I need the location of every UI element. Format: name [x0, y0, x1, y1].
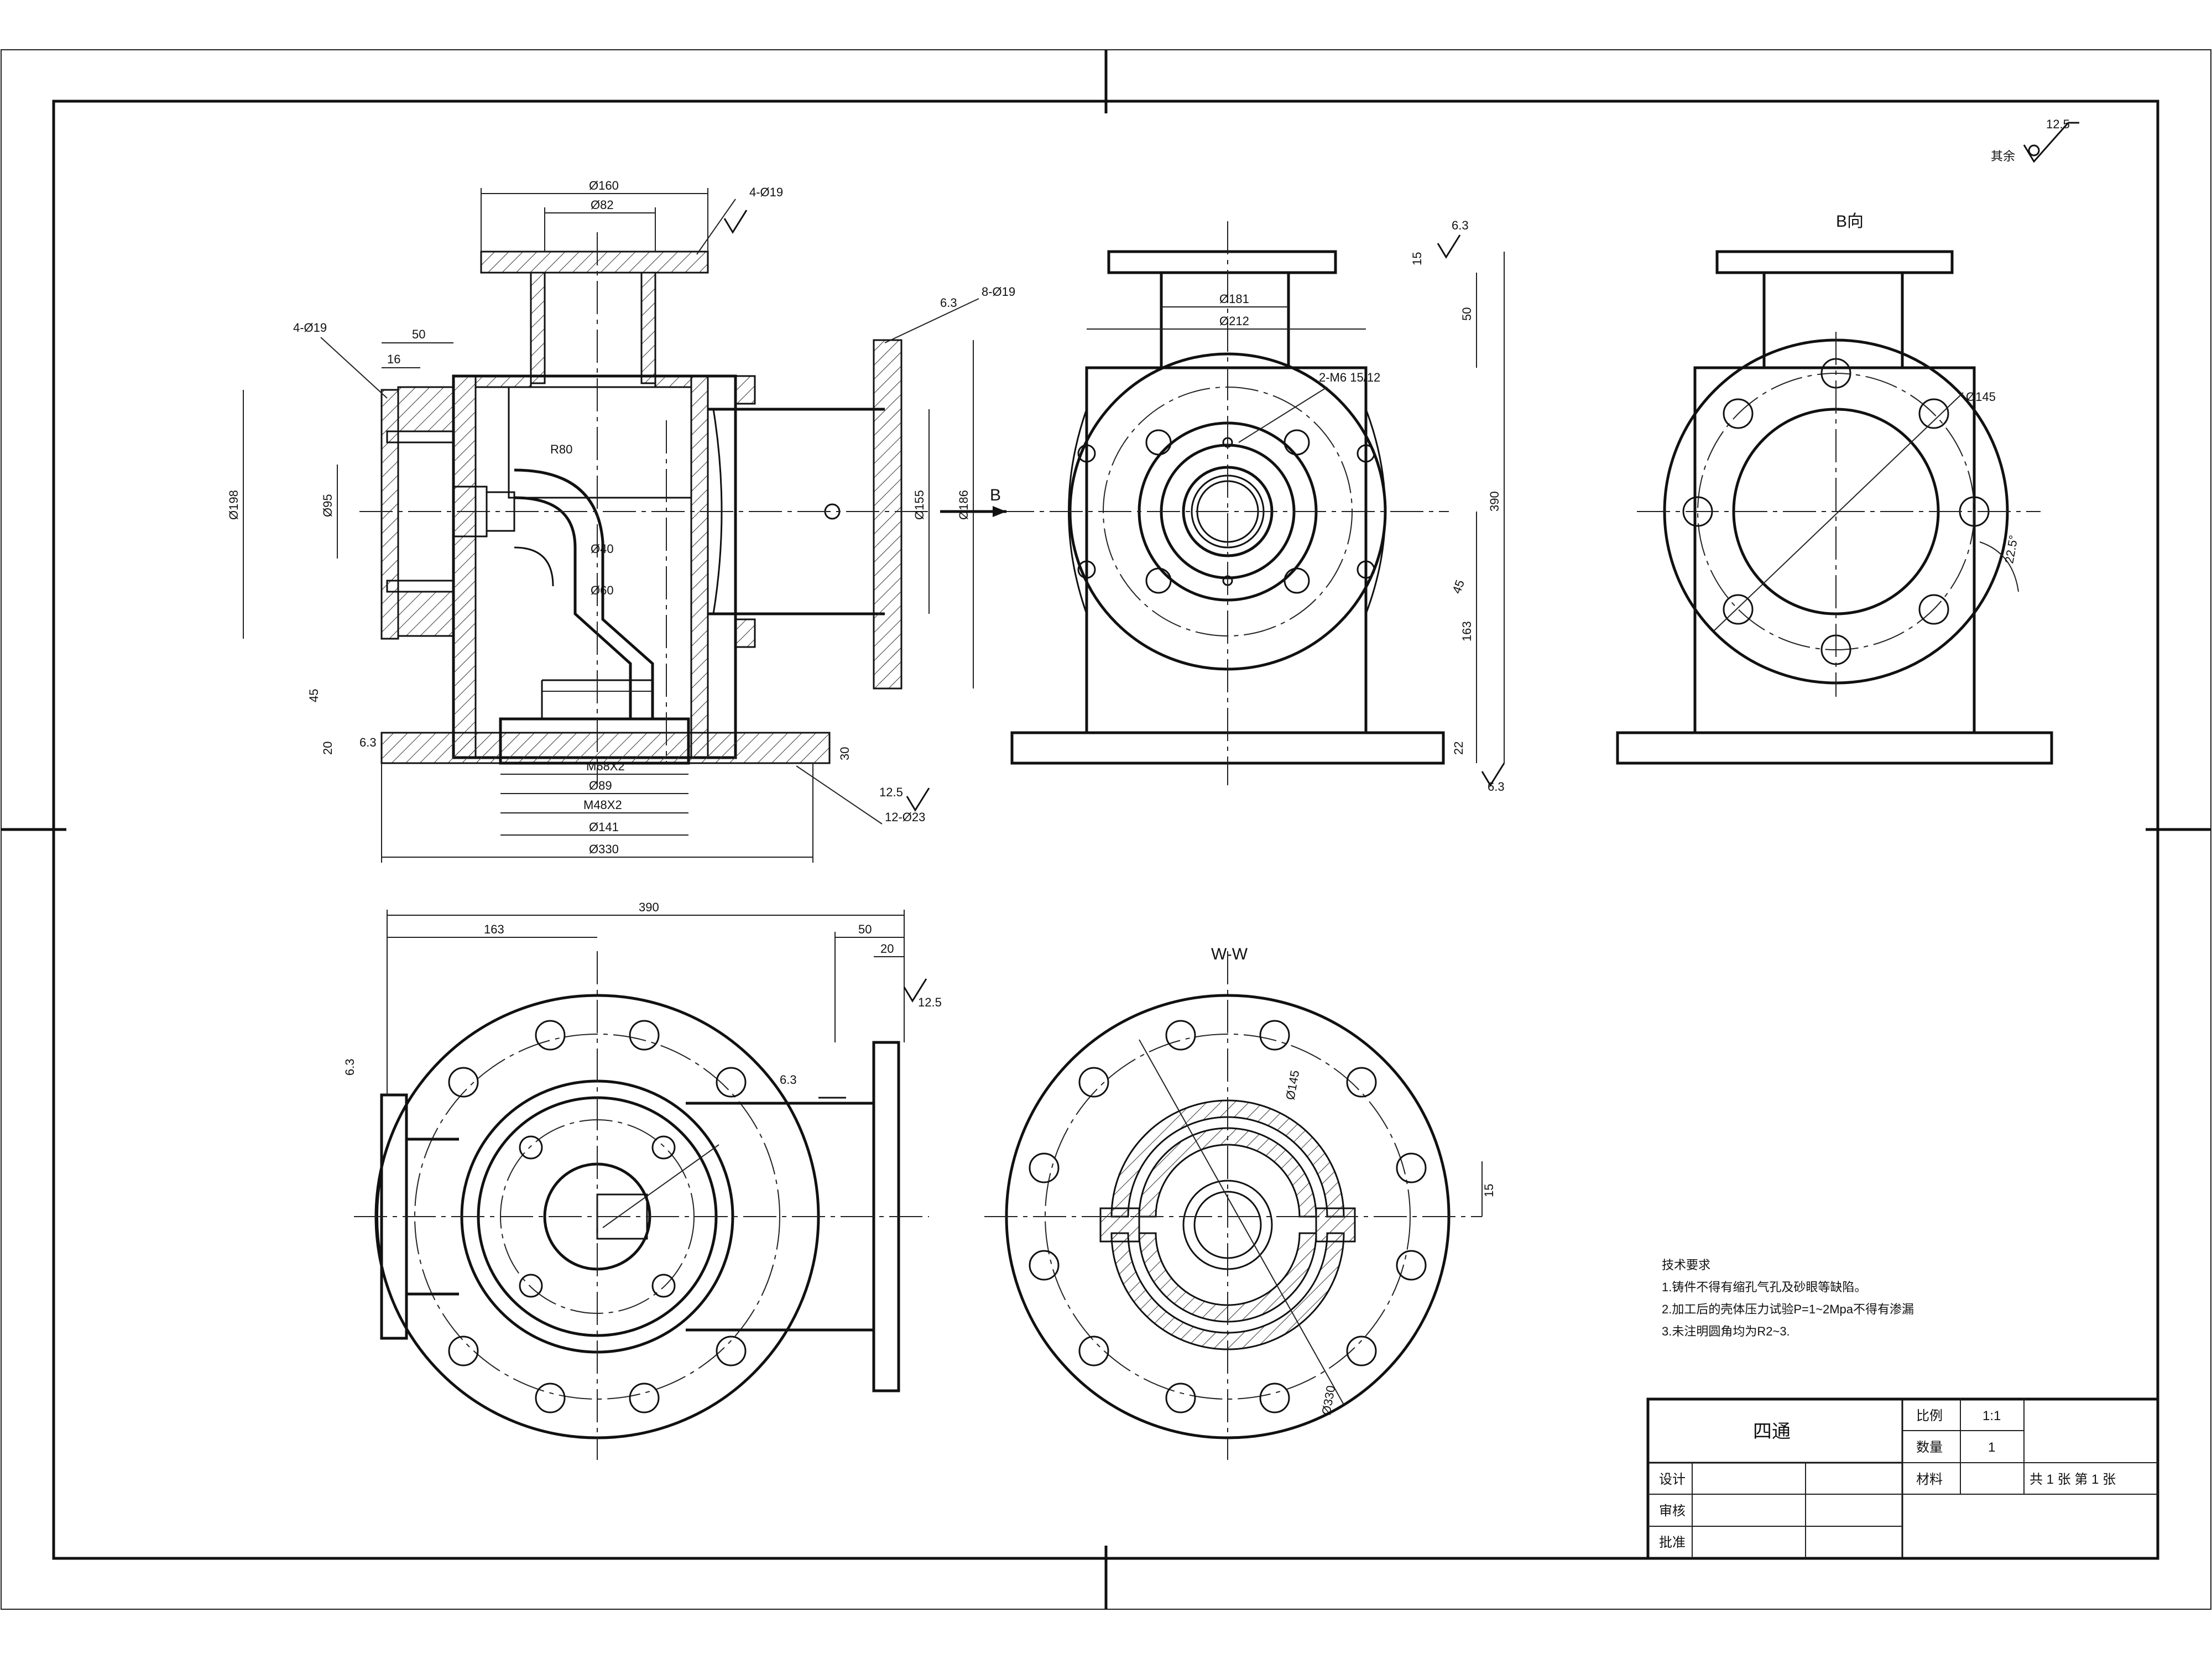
dim-390-height: 390	[1488, 491, 1501, 512]
roughness-12-5-a: 12.5	[879, 785, 903, 799]
section-label-ww: W-W	[1211, 945, 1248, 963]
dim-phi186: Ø186	[957, 490, 971, 520]
roughness-symbol-global: 其余 12.5	[1991, 117, 2079, 163]
dim-m68: M68X2	[586, 759, 625, 773]
roughness-12-5-b: 12.5	[918, 995, 942, 1009]
dim-phi212: Ø212	[1219, 314, 1249, 328]
left-flange	[380, 389, 399, 640]
design-label: 设计	[1659, 1472, 1686, 1487]
check-label: 审核	[1659, 1504, 1686, 1519]
note-3: 3.未注明圆角均为R2~3.	[1662, 1324, 1790, 1338]
dim-16: 16	[387, 352, 400, 366]
dim-phi330: Ø330	[589, 842, 619, 856]
section-ww-bolt-holes	[1029, 1020, 1427, 1413]
roughness-label: 其余	[1991, 149, 2015, 163]
side-view: Ø181 Ø212 2-M6 15/12 45 390 163 50 15 22…	[1001, 218, 1505, 794]
dim-50-side: 50	[1460, 307, 1474, 321]
roughness-6-3-b: 6.3	[359, 735, 377, 749]
material-label: 材料	[1916, 1472, 1943, 1487]
dim-12phi23: 12-Ø23	[885, 810, 925, 824]
dim-phi141: Ø141	[589, 820, 619, 834]
qty-value: 1	[1988, 1440, 1995, 1455]
notes-title: 技术要求	[1662, 1258, 1710, 1272]
dim-30: 30	[838, 747, 852, 760]
view-b-label: B向	[1836, 212, 1864, 231]
dim-angle-45: 45	[1449, 578, 1467, 596]
base-flange	[380, 732, 831, 764]
dim-phi95: Ø95	[321, 494, 335, 517]
dim-phi155: Ø155	[912, 490, 926, 520]
roughness-6-3-a: 6.3	[940, 296, 957, 310]
inner-frame	[52, 100, 2159, 1560]
part-name: 四通	[1753, 1421, 1791, 1442]
dim-phi-b: Ø145	[1966, 390, 1996, 404]
right-flange	[873, 339, 902, 690]
dim-22-side: 22	[1452, 742, 1465, 755]
scale-label: 比例	[1916, 1408, 1943, 1423]
dim-phi60: Ø60	[591, 583, 614, 597]
dim-phi40: Ø40	[591, 542, 614, 556]
sheet-count: 共 1 张 第 1 张	[2030, 1472, 2116, 1487]
roughness-value: 12.5	[2046, 117, 2070, 131]
dim-phi-ww: Ø145	[1283, 1070, 1302, 1101]
dim-phi89: Ø89	[589, 779, 612, 792]
top-view: 390 163 50 20 6.3 12.5 6.3	[343, 900, 942, 1460]
dim-phi160: Ø160	[589, 179, 619, 192]
title-block: 四通 比例 1:1 数量 1 材料 共 1 张 第 1 张 设计 审核 批准	[1646, 1397, 2159, 1560]
side-flange-bolt-holes	[1077, 429, 1375, 594]
dim-phi198: Ø198	[227, 490, 241, 520]
dim-15-side: 15	[1410, 252, 1424, 265]
note-1: 1.铸件不得有缩孔气孔及砂眼等缺陷。	[1662, 1280, 1866, 1294]
dim-15-ww: 15	[1482, 1184, 1496, 1197]
dim-4phi19-top: 4-Ø19	[749, 185, 783, 199]
dim-45: 45	[307, 689, 321, 702]
outer-border	[1, 49, 2211, 1610]
dim-20: 20	[321, 742, 335, 755]
dim-50-top: 50	[412, 327, 425, 341]
note-2: 2.加工后的壳体压力试验P=1~2Mpa不得有渗漏	[1662, 1302, 1914, 1316]
front-section-view: Ø160 Ø82 4-Ø19 8-Ø19 4-Ø19 Ø198 Ø95 Ø40 …	[227, 179, 1015, 863]
dim-4phi19-left: 4-Ø19	[293, 321, 327, 335]
dim-20-top-view: 20	[880, 942, 894, 956]
dim-390-width: 390	[639, 900, 659, 914]
dim-2m6: 2-M6 15/12	[1319, 371, 1380, 384]
b-direction-view: B向 Ø145 22.5°	[1616, 212, 2053, 765]
top-view-bolt-holes	[448, 1020, 747, 1413]
dim-phi82: Ø82	[591, 198, 614, 212]
dim-phi181: Ø181	[1219, 292, 1249, 306]
arrow-label-b: B	[990, 486, 1001, 504]
top-flange	[480, 251, 709, 274]
qty-label: 数量	[1916, 1440, 1943, 1455]
dim-163-top: 163	[484, 922, 504, 936]
dim-m48: M48X2	[583, 798, 622, 812]
technical-notes: 技术要求 1.铸件不得有缩孔气孔及砂眼等缺陷。 2.加工后的壳体压力试验P=1~…	[1662, 1258, 1914, 1338]
view-arrow-b: B	[940, 486, 1006, 517]
dim-r80: R80	[550, 442, 572, 456]
dim-50-top-view: 50	[858, 922, 872, 936]
roughness-6-3-c: 6.3	[1452, 218, 1469, 232]
roughness-6-3-d: 6.3	[1488, 780, 1505, 794]
roughness-6-3-e: 6.3	[780, 1073, 797, 1087]
scale-value: 1:1	[1983, 1408, 2001, 1423]
roughness-6-3-f: 6.3	[343, 1058, 357, 1076]
dim-8phi19: 8-Ø19	[982, 285, 1015, 299]
section-ww-view: W-W Ø145 Ø330 15	[984, 945, 1496, 1460]
dim-163-side: 163	[1460, 621, 1474, 641]
approve-label: 批准	[1659, 1535, 1686, 1550]
